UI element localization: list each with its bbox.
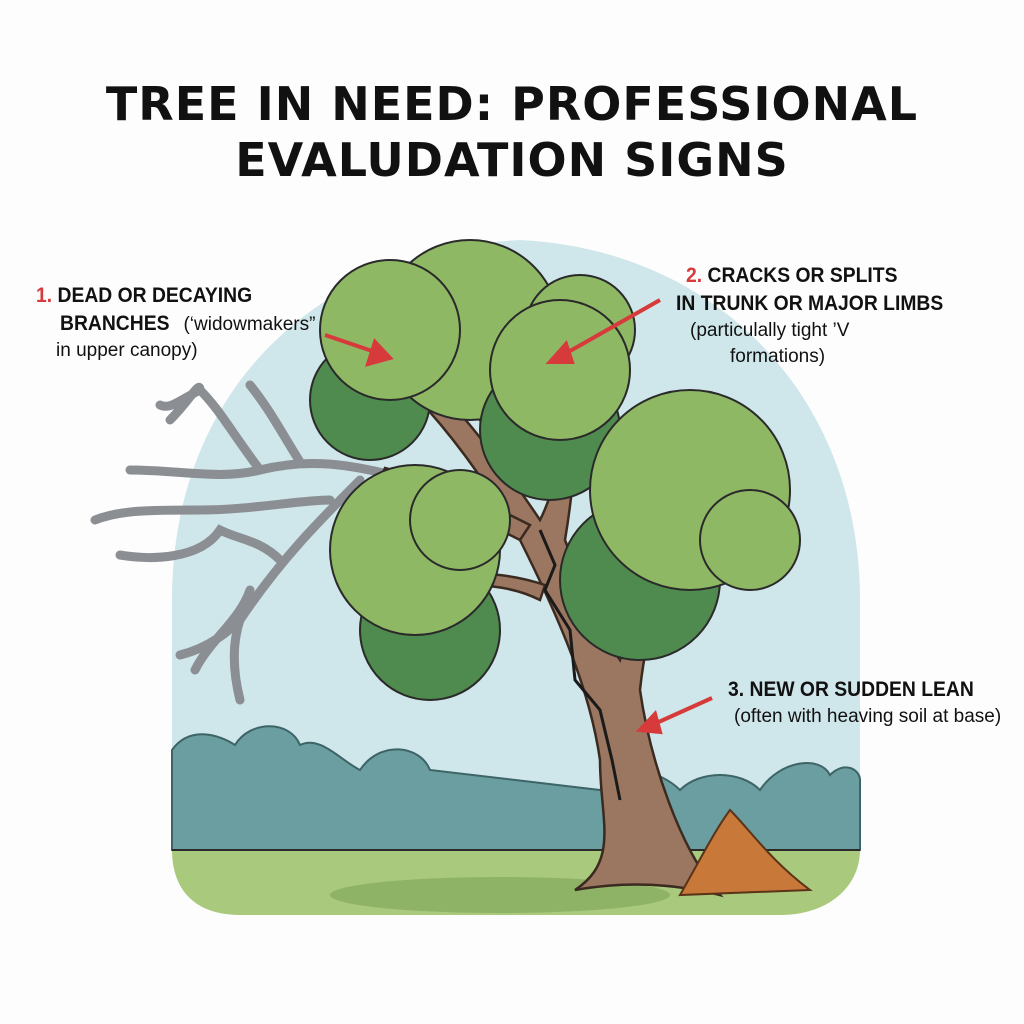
tree-canopy [309, 239, 801, 701]
trunk-crack [538, 529, 622, 801]
callout-3: 3. NEW OR SUDDEN LEAN (often with heavin… [728, 676, 1001, 730]
title-line-1: TREE IN NEED: PROFESSIONAL [105, 77, 919, 131]
arrow-3 [651, 696, 713, 727]
callout-1-note-1: (‘widowmakers” [183, 314, 316, 335]
callout-1-note-2: in upper canopy) [56, 340, 198, 361]
title-line-2: EVALUDATION SIGNS [235, 133, 789, 187]
arrow-2 [562, 298, 661, 357]
callout-2-heading-2: IN TRUNK OR MAJOR LIMBS [676, 292, 944, 315]
callout-2: 2. CRACKS OR SPLITS IN TRUNK OR MAJOR LI… [676, 262, 967, 370]
callout-2-number: 2. [686, 264, 703, 287]
arrow-3-head [635, 710, 663, 735]
arrow-1 [324, 333, 376, 354]
dead-branch [90, 380, 415, 705]
callout-1-number: 1. [36, 284, 53, 307]
callout-3-number: 3. [728, 678, 745, 701]
soil-mound [678, 808, 813, 897]
callout-3-heading-1: NEW OR SUDDEN LEAN [749, 678, 974, 701]
arrow-1-head [364, 338, 394, 367]
callout-2-note-2: formations) [730, 346, 826, 367]
callout-arrows [324, 298, 713, 735]
callout-1-heading-2: BRANCHES [60, 312, 170, 335]
callout-1-heading-1: DEAD OR DECAYING [57, 284, 253, 307]
callout-1: 1. DEAD OR DECAYING BRANCHES (‘widowmake… [36, 282, 315, 364]
arrow-2-head [545, 340, 575, 364]
callout-3-note-1: (often with heaving soil at base) [734, 706, 1002, 727]
background-bushes [171, 725, 861, 851]
callout-2-note-1: (particulally tight ’V [690, 320, 850, 341]
callout-2-heading-1: CRACKS OR SPLITS [707, 264, 898, 287]
